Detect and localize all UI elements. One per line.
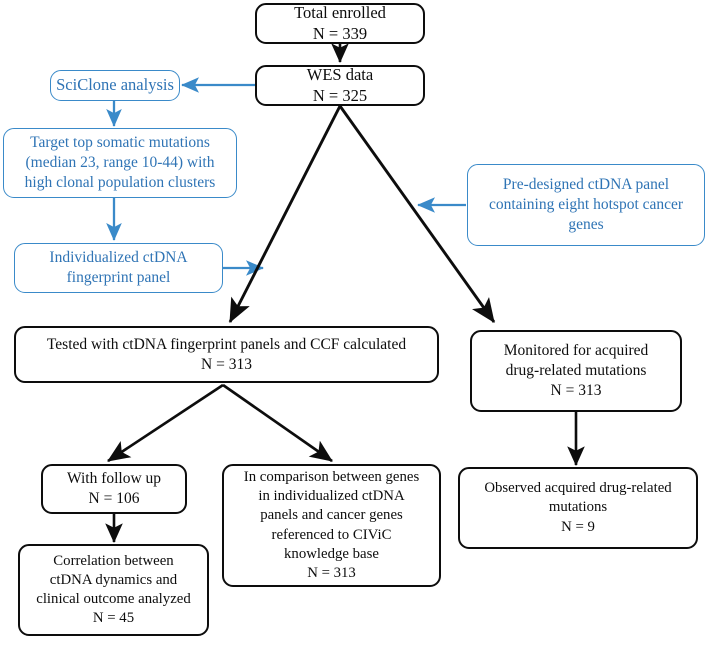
node-with-follow-up: With follow up N = 106 [41,464,187,514]
node-total-enrolled: Total enrolled N = 339 [255,3,425,44]
node-wes-data-label: WES data N = 325 [306,64,374,105]
node-in-comparison-label: In comparison between genes in individua… [243,468,420,581]
node-monitored: Monitored for acquired drug-related muta… [470,330,682,412]
node-monitored-label: Monitored for acquired drug-related muta… [503,342,649,399]
edge-tested-ccf-to-with-follow-up [107,383,224,463]
edge-tested-ccf-to-in-comparison [222,383,333,463]
node-tested-ccf: Tested with ctDNA fingerprint panels and… [14,326,439,383]
node-observed-mutations-label: Observed acquired drug-related mutations… [484,480,672,535]
node-correlation: Correlation between ctDNA dynamics and c… [18,544,209,636]
node-individualized-panel: Individualized ctDNA fingerprint panel [14,243,223,293]
node-predesigned-panel: Pre-designed ctDNA panel containing eigh… [467,164,705,246]
node-with-follow-up-label: With follow up N = 106 [66,470,162,507]
node-target-mutations: Target top somatic mutations (median 23,… [3,128,237,198]
node-individualized-panel-label: Individualized ctDNA fingerprint panel [49,249,188,286]
node-wes-data: WES data N = 325 [255,65,425,106]
node-sciclone-analysis: SciClone analysis [50,70,180,101]
node-target-mutations-label: Target top somatic mutations (median 23,… [24,134,216,191]
node-predesigned-panel-label: Pre-designed ctDNA panel containing eigh… [488,176,684,233]
node-tested-ccf-label: Tested with ctDNA fingerprint panels and… [46,335,407,373]
node-sciclone-analysis-label: SciClone analysis [56,75,174,95]
edge-wes-data-to-tested-ccf [228,105,342,324]
node-observed-mutations: Observed acquired drug-related mutations… [458,467,698,549]
node-in-comparison: In comparison between genes in individua… [222,464,441,587]
node-correlation-label: Correlation between ctDNA dynamics and c… [36,552,191,627]
node-total-enrolled-label: Total enrolled N = 339 [294,2,386,43]
